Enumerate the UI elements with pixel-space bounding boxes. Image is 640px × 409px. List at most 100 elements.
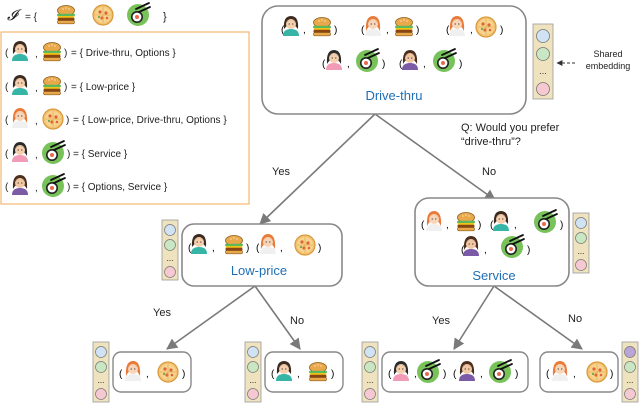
legend-text: = { Drive-thru, Options } [71, 48, 176, 59]
svg-text:,: , [414, 369, 417, 380]
svg-text:(: ( [461, 245, 465, 256]
edge-label-no: No [482, 166, 496, 178]
svg-text:“drive-thru”?: “drive-thru”? [461, 136, 521, 148]
svg-text:,: , [35, 150, 38, 161]
pizza-icon [92, 4, 114, 26]
svg-text:(: ( [322, 59, 326, 70]
svg-text:): ) [416, 25, 419, 36]
svg-text:(: ( [446, 25, 450, 36]
svg-text:,: , [347, 59, 350, 70]
node-label: Service [472, 268, 515, 283]
shared-embedding: ... Shared embedding [532, 23, 631, 100]
svg-text:,: , [480, 369, 483, 380]
leaf-node: ... (,) [92, 341, 192, 403]
svg-text:): ) [610, 369, 613, 380]
left-node: ... (,) (,) Low-price [161, 219, 343, 287]
edge-root-left [259, 113, 376, 225]
svg-text:): ) [182, 369, 185, 380]
leaf-node: ... (,) (,) [361, 341, 529, 403]
svg-text:,: , [303, 25, 306, 36]
svg-text:): ) [67, 149, 70, 160]
burger-icon [42, 76, 62, 96]
node-label: Low-price [231, 263, 287, 278]
svg-text:(: ( [5, 48, 9, 59]
edge-right-right [493, 285, 583, 350]
svg-text:(: ( [281, 25, 285, 36]
edge-left-left [166, 285, 256, 350]
legend-row: ( , ) = { Options, Service } [5, 173, 168, 198]
svg-text:(: ( [271, 369, 275, 380]
svg-text:(: ( [256, 243, 260, 254]
edge-label-no: No [568, 313, 582, 325]
svg-text:): ) [382, 59, 385, 70]
edge-label-yes: Yes [272, 166, 290, 178]
svg-text:): ) [64, 48, 67, 59]
svg-text:Q: Would you prefer: Q: Would you prefer [461, 122, 560, 134]
svg-text:(: ( [5, 149, 9, 160]
woman-teal-icon [12, 75, 28, 95]
svg-text:(: ( [546, 369, 550, 380]
legend-text: = { Low-price } [71, 82, 136, 93]
svg-text:,: , [297, 369, 300, 380]
svg-text:...: ... [250, 376, 257, 385]
legend-text: = { Service } [73, 149, 128, 160]
leaf-node: ... (,) [244, 341, 344, 403]
sushi-icon [126, 2, 151, 27]
legend-text: = { Options, Service } [73, 182, 168, 193]
svg-text:,: , [514, 220, 517, 231]
leaf-node: (,) ... [539, 341, 639, 403]
legend-row: ( , ) = { Drive-thru, Options } [5, 41, 176, 62]
svg-text:(: ( [5, 182, 9, 193]
svg-text:,: , [446, 220, 449, 231]
legend-box: ( , ) = { Drive-thru, Options } ( , ) = … [0, 31, 250, 205]
svg-text:(: ( [5, 82, 9, 93]
svg-text:): ) [478, 220, 481, 231]
svg-text:): ) [66, 115, 69, 126]
right-node: (,) (,) (,) Service ... [414, 197, 590, 287]
edge-label-yes: Yes [432, 315, 450, 327]
tree-edges: Yes No Yes No Yes No [153, 113, 583, 350]
legend-row: ( , ) = { Service } [5, 140, 128, 165]
item-set-close: } [163, 11, 167, 23]
svg-text:Shared: Shared [593, 49, 622, 59]
legend-row: ( , ) = { Low-price } [5, 75, 136, 96]
item-set-open: = { [25, 12, 38, 23]
edge-label-no: No [290, 315, 304, 327]
svg-text:(: ( [490, 220, 494, 231]
legend-row: ( , ) = { Low-price, Drive-thru, Options… [5, 108, 227, 130]
svg-text:,: , [470, 25, 473, 36]
edge-left-right [254, 285, 301, 350]
legend-text: = { Low-price, Drive-thru, Options } [73, 115, 227, 126]
svg-text:): ) [459, 59, 462, 70]
svg-text:...: ... [367, 376, 374, 385]
node-label: Drive-thru [365, 88, 422, 103]
svg-text:...: ... [627, 376, 634, 385]
svg-text:...: ... [578, 247, 585, 256]
svg-text:(: ( [119, 369, 123, 380]
svg-text:): ) [67, 182, 70, 193]
edge-label-yes: Yes [153, 307, 171, 319]
svg-text:,: , [386, 25, 389, 36]
svg-text:(: ( [399, 59, 403, 70]
svg-text:,: , [146, 369, 149, 380]
svg-text:,: , [212, 243, 215, 254]
svg-text:...: ... [167, 254, 174, 263]
svg-text:embedding: embedding [586, 61, 631, 71]
svg-text:,: , [484, 245, 487, 256]
woman-teal-icon [12, 41, 28, 61]
svg-text:): ) [331, 369, 334, 380]
svg-text:): ) [318, 243, 321, 254]
edge-root-right [374, 113, 496, 201]
split-question: Q: Would you prefer “drive-thru”? [461, 122, 560, 148]
svg-text:(: ( [361, 25, 365, 36]
svg-text:,: , [423, 59, 426, 70]
svg-text:): ) [527, 245, 530, 256]
svg-text:): ) [334, 25, 337, 36]
svg-text:(: ( [421, 220, 425, 231]
svg-text:...: ... [98, 376, 105, 385]
svg-text:): ) [246, 243, 249, 254]
root-node: (,) (,) (,) (,) (,) Drive-thru [261, 5, 527, 115]
svg-text:,: , [573, 369, 576, 380]
pizza-icon [42, 108, 64, 130]
